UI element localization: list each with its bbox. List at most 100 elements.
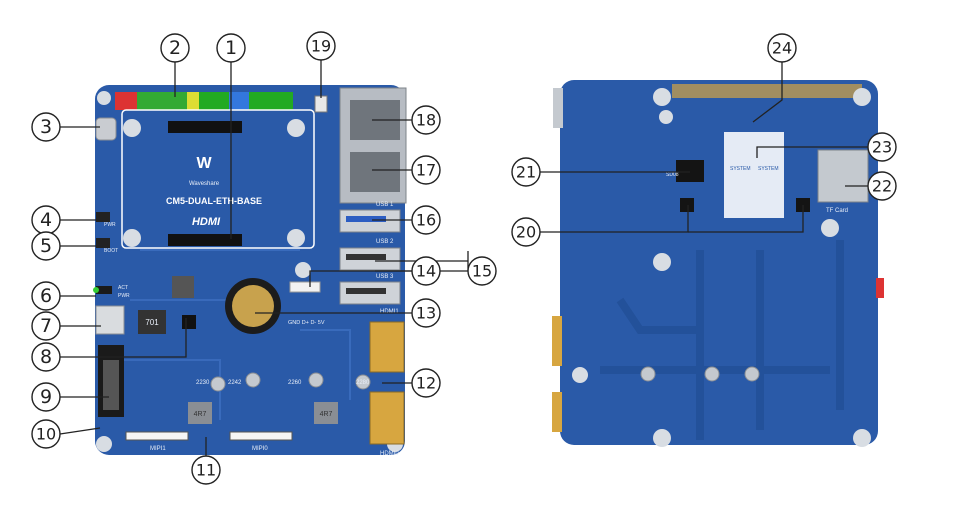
callout-24 [767, 33, 797, 63]
back-side-hdmi-1 [552, 316, 562, 366]
callout-numbers: 1 2 3 4 5 6 7 8 9 10 11 12 13 14 15 16 1… [36, 37, 892, 480]
hdmi1-port [369, 321, 405, 373]
display-connector [314, 95, 328, 113]
callout-number-23: 23 [872, 138, 892, 157]
mipi1-connector [125, 431, 189, 441]
power-chip [172, 276, 194, 298]
back-board: SD08 SYSTEM SYSTEM TF Card [552, 80, 884, 447]
callout-number-7: 7 [40, 315, 52, 337]
hdmi0-label: HDMI0 [380, 451, 399, 457]
inductor-label-4r7-a: 4R7 [194, 411, 207, 418]
usb-label-3: USB 3 [376, 274, 394, 280]
callout-20 [511, 217, 541, 247]
callouts [31, 31, 897, 485]
callout-6 [31, 281, 61, 311]
callout-5 [31, 231, 61, 261]
callout-number-3: 3 [40, 116, 52, 138]
callout-2 [160, 33, 190, 63]
back-header-pins [672, 84, 862, 98]
inductor-4r7-a [188, 402, 212, 424]
callout-7 [31, 311, 61, 341]
back-mounting-holes [572, 88, 871, 447]
callout-12 [411, 368, 441, 398]
standoff-label-2280: 2280 [356, 380, 370, 386]
system-table-header-1: SYSTEM [730, 166, 751, 172]
fan-ic [182, 315, 196, 329]
act-led [96, 286, 112, 294]
brand-logo-mark: W [196, 155, 212, 172]
power-button [96, 212, 110, 222]
m2-slot-inner [103, 360, 119, 410]
front-traces [120, 249, 351, 420]
side-label-boot: BOOT [104, 248, 118, 254]
mipi0-connector [229, 431, 293, 441]
system-table-header-2: SYSTEM [758, 166, 779, 172]
act-led-light [93, 287, 99, 293]
cm5-module-area [121, 109, 315, 249]
callout-18 [411, 105, 441, 135]
mipi0-label: MIPI0 [252, 446, 268, 452]
callout-number-5: 5 [40, 235, 52, 257]
callout-13 [411, 298, 441, 328]
tf-card-slot [817, 149, 869, 203]
front-board: W Waveshare CM5-DUAL-ETH-BASE HDMI PWR B… [93, 85, 407, 457]
side-label-act: ACT [118, 285, 128, 291]
callout-22 [867, 171, 897, 201]
cm5-connector-top [168, 121, 242, 133]
eeprom-chip [676, 160, 704, 182]
callout-10 [31, 419, 61, 449]
mipi1-label: MIPI1 [150, 446, 166, 452]
callout-number-9: 9 [40, 386, 52, 408]
back-standoffs [640, 366, 760, 382]
back-pcb [560, 80, 878, 445]
inductor-label-4r7-b: 4R7 [320, 411, 333, 418]
callout-number-21: 21 [516, 163, 536, 182]
callout-leaders [59, 60, 868, 456]
dc-power-jack [95, 305, 125, 335]
callout-14 [411, 256, 441, 286]
hdmi1-label: HDMI1 [380, 309, 399, 315]
back-side-button-red [876, 278, 884, 298]
side-label-pwr: PWR [104, 222, 116, 228]
rtc-battery [232, 285, 274, 327]
callout-8 [31, 342, 61, 372]
callout-number-6: 6 [40, 285, 52, 307]
fan-header [289, 281, 321, 293]
callout-number-1: 1 [225, 37, 237, 59]
callout-15 [467, 256, 497, 286]
boot-button [96, 238, 110, 248]
side-label-pwr2: PWR [118, 293, 130, 299]
callout-number-2: 2 [169, 37, 181, 59]
callout-number-17: 17 [416, 161, 436, 180]
callout-19 [306, 31, 336, 61]
callout-number-4: 4 [40, 209, 52, 231]
m2-standoffs [210, 372, 371, 392]
cm5-connector-bottom [168, 234, 242, 246]
hdmi0-port [369, 391, 405, 445]
callout-number-13: 13 [416, 304, 436, 323]
inductor-701 [138, 310, 166, 334]
callout-number-24: 24 [772, 39, 792, 58]
standoff-label-2230: 2230 [196, 380, 210, 386]
callout-23 [867, 132, 897, 162]
back-side-hdmi-2 [552, 392, 562, 432]
usb-a-ports [339, 209, 401, 305]
tf-card-label: TF Card [826, 208, 848, 214]
callout-number-14: 14 [416, 262, 436, 281]
callout-9 [31, 382, 61, 412]
usb-c-port [95, 117, 117, 141]
callout-number-15: 15 [472, 262, 492, 281]
callout-16 [411, 205, 441, 235]
callout-number-10: 10 [36, 425, 56, 444]
callout-3 [31, 112, 61, 142]
callout-number-8: 8 [40, 346, 52, 368]
back-side-usb [553, 88, 563, 128]
standoff-label-2242: 2242 [228, 380, 242, 386]
back-ic-left [680, 198, 694, 212]
gpio-header [115, 92, 293, 110]
callout-number-18: 18 [416, 111, 436, 130]
usb-label-2: USB 2 [376, 239, 394, 245]
callout-number-16: 16 [416, 211, 436, 230]
callout-21 [511, 157, 541, 187]
brand-name: Waveshare [189, 181, 220, 187]
